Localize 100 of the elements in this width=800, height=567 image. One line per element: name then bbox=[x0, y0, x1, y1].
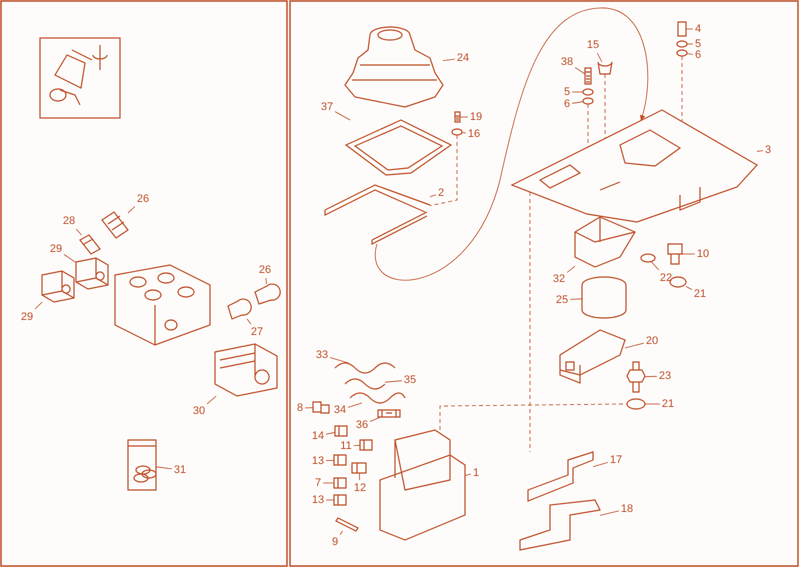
leader-line bbox=[651, 262, 660, 270]
callout-number: 21 bbox=[662, 398, 674, 410]
callout-number: 16 bbox=[468, 128, 480, 140]
callout-number: 28 bbox=[62, 215, 76, 227]
callout-number: 27 bbox=[250, 326, 264, 338]
callout-number: 4 bbox=[694, 23, 702, 35]
callout-number: 33 bbox=[316, 349, 328, 361]
clip-drawing bbox=[377, 409, 401, 418]
fitting-drawing bbox=[333, 454, 347, 466]
callout-number: 13 bbox=[312, 455, 324, 467]
leader-line bbox=[64, 254, 76, 263]
plug-drawing bbox=[254, 284, 281, 305]
leader-line bbox=[358, 472, 360, 480]
callout-number: 26 bbox=[136, 193, 150, 205]
callout-number: 12 bbox=[354, 482, 366, 494]
solenoid-coil-drawing bbox=[41, 270, 75, 303]
flat-bar-drawing bbox=[527, 451, 594, 502]
fitting-drawing bbox=[333, 477, 347, 489]
callout-number: 29 bbox=[20, 311, 34, 323]
leader-line bbox=[574, 67, 586, 74]
rubber-boot-drawing bbox=[344, 26, 444, 108]
screw-drawing bbox=[677, 21, 687, 37]
pump-motor-drawing bbox=[214, 343, 278, 397]
hose-drawing bbox=[334, 362, 396, 374]
callout-number: 38 bbox=[560, 56, 574, 68]
callout-number: 10 bbox=[696, 248, 710, 260]
bolt-drawing bbox=[454, 111, 461, 123]
assembly-line bbox=[604, 74, 606, 138]
callout-number: 1 bbox=[472, 467, 480, 479]
callout-number: 20 bbox=[646, 335, 658, 347]
callout-number: 2 bbox=[438, 187, 444, 199]
hose-drawing bbox=[350, 392, 406, 404]
assembly-arrow bbox=[374, 8, 648, 281]
fitting-drawing bbox=[334, 425, 348, 437]
callout-number: 5 bbox=[694, 38, 702, 50]
fitting-drawing bbox=[333, 494, 347, 506]
angle-bracket-drawing bbox=[559, 329, 626, 384]
mounting-plate-drawing bbox=[511, 109, 758, 223]
leader-line bbox=[566, 266, 576, 273]
leader-line bbox=[384, 380, 402, 383]
callout-number: 26 bbox=[258, 264, 272, 276]
hose-drawing bbox=[344, 378, 386, 390]
washer-drawing bbox=[676, 40, 688, 48]
bolt-drawing bbox=[335, 517, 359, 532]
leader-line bbox=[596, 52, 602, 62]
leader-line bbox=[322, 482, 334, 484]
callout-number: 30 bbox=[192, 405, 206, 417]
leader-line bbox=[686, 53, 694, 55]
leader-line bbox=[644, 376, 658, 378]
leader-line bbox=[756, 150, 764, 152]
leader-line bbox=[600, 510, 620, 516]
callout-number: 9 bbox=[332, 536, 338, 548]
leader-line bbox=[442, 58, 456, 61]
leader-line bbox=[624, 342, 644, 348]
callout-number: 22 bbox=[660, 272, 672, 284]
leader-line bbox=[370, 416, 382, 422]
callout-number: 19 bbox=[470, 111, 482, 123]
leader-line bbox=[592, 462, 608, 468]
leader-line bbox=[340, 530, 343, 535]
callout-number: 3 bbox=[764, 144, 772, 156]
callout-number: 31 bbox=[174, 464, 186, 476]
plug-drawing bbox=[227, 298, 252, 320]
fitting-drawing bbox=[101, 211, 129, 239]
leader-line bbox=[326, 432, 336, 435]
callout-number: 37 bbox=[320, 101, 334, 113]
leader-line bbox=[334, 111, 350, 120]
leader-line bbox=[76, 228, 82, 236]
leader-line bbox=[156, 466, 172, 470]
assembly-line bbox=[440, 404, 628, 430]
washer-drawing bbox=[451, 128, 463, 136]
callout-number: 6 bbox=[694, 49, 702, 61]
leader-line bbox=[464, 474, 472, 476]
leader-line bbox=[128, 206, 136, 214]
leader-line bbox=[246, 318, 252, 324]
leader-line bbox=[330, 357, 349, 364]
washer-drawing bbox=[582, 97, 594, 105]
fitting-drawing bbox=[359, 439, 373, 451]
leader-line bbox=[206, 396, 217, 404]
leader-line bbox=[348, 402, 362, 408]
callout-number: 21 bbox=[694, 288, 706, 300]
callout-number: 35 bbox=[404, 374, 416, 386]
locating-pin-drawing bbox=[597, 61, 613, 75]
flat-bar-drawing bbox=[519, 499, 601, 551]
callout-number: 25 bbox=[556, 294, 568, 306]
washer-drawing bbox=[640, 253, 656, 263]
callout-number: 13 bbox=[312, 494, 324, 506]
callout-number: 15 bbox=[586, 39, 600, 51]
rubber-mount-drawing bbox=[581, 276, 627, 319]
mounting-frame-drawing bbox=[324, 184, 431, 245]
screw-drawing bbox=[584, 67, 592, 85]
leader-line bbox=[462, 132, 466, 134]
callout-number: 29 bbox=[50, 243, 62, 255]
fitting-drawing bbox=[351, 462, 367, 474]
support-bracket-drawing bbox=[574, 216, 636, 268]
callout-number: 36 bbox=[356, 419, 368, 431]
leader-line bbox=[326, 460, 334, 461]
leader-line bbox=[686, 28, 694, 30]
callout-number: 14 bbox=[312, 430, 324, 442]
callout-number: 8 bbox=[296, 402, 304, 414]
assembly-line bbox=[430, 134, 458, 206]
